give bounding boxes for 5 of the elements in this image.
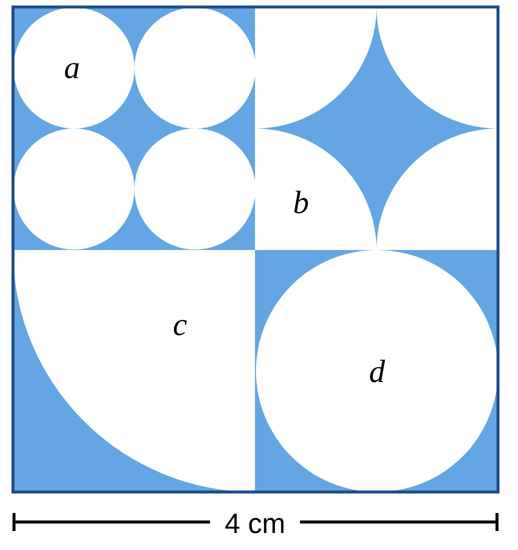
region-label: c [172,306,188,342]
dimension-label: 4 cm [224,508,286,539]
region-label: a [64,49,80,85]
region-label: b [293,184,309,220]
region-label: d [369,353,385,389]
